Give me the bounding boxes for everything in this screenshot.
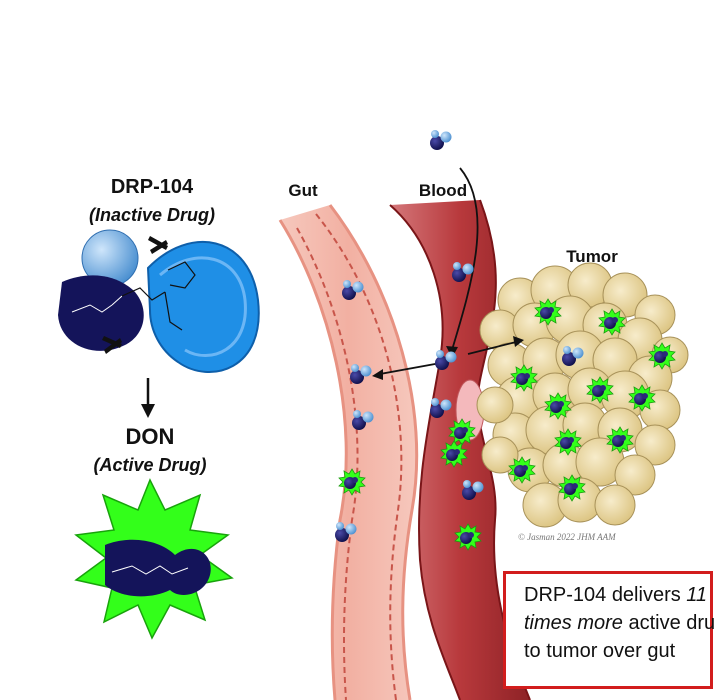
tumor-cell [594, 484, 636, 526]
tumor-cell [476, 386, 514, 424]
blood-label: Blood [419, 181, 467, 200]
tumor-cell [614, 454, 656, 496]
tumor-cell [481, 436, 519, 474]
callout-line-1-text: DRP-104 delivers [524, 584, 687, 606]
callout-line-2: times more active dru [524, 612, 715, 635]
to-gut-arrow [379, 361, 447, 375]
tumor-cell [634, 424, 676, 466]
callout-line-1: DRP-104 delivers 11 [524, 584, 707, 607]
tumor-label: Tumor [566, 247, 618, 266]
tumor-mass [476, 262, 689, 528]
flow-arrows [141, 167, 524, 418]
to-tumor-arrow [467, 341, 517, 355]
active-status: (Active Drug) [93, 455, 206, 475]
artist-credit: © Jasman 2022 JHM AAM [518, 532, 616, 542]
prodrug-title: DRP-104 [111, 176, 194, 198]
diagram-labels: DRP-104 (Inactive Drug) DON (Active Drug… [89, 176, 618, 475]
active-title: DON [126, 424, 175, 449]
gut-label: Gut [288, 181, 318, 200]
don-active-molecule [74, 478, 234, 640]
inactive-prodrug-particle [430, 130, 452, 150]
callout-line-2-text: active dru [622, 612, 715, 634]
entry-arrow [451, 167, 479, 351]
gut-vessel [278, 204, 419, 700]
callout-line-3: to tumor over gut [524, 640, 676, 662]
diagram-canvas: DRP-104 (Inactive Drug) DON (Active Drug… [58, 130, 689, 700]
prodrug-status: (Inactive Drug) [89, 205, 215, 225]
callout-fold-number: 11 [686, 584, 708, 606]
callout-emphasis: times more [524, 612, 623, 634]
result-callout: DRP-104 delivers 11 times more active dr… [503, 571, 715, 689]
prodrug-molecule [58, 229, 260, 373]
